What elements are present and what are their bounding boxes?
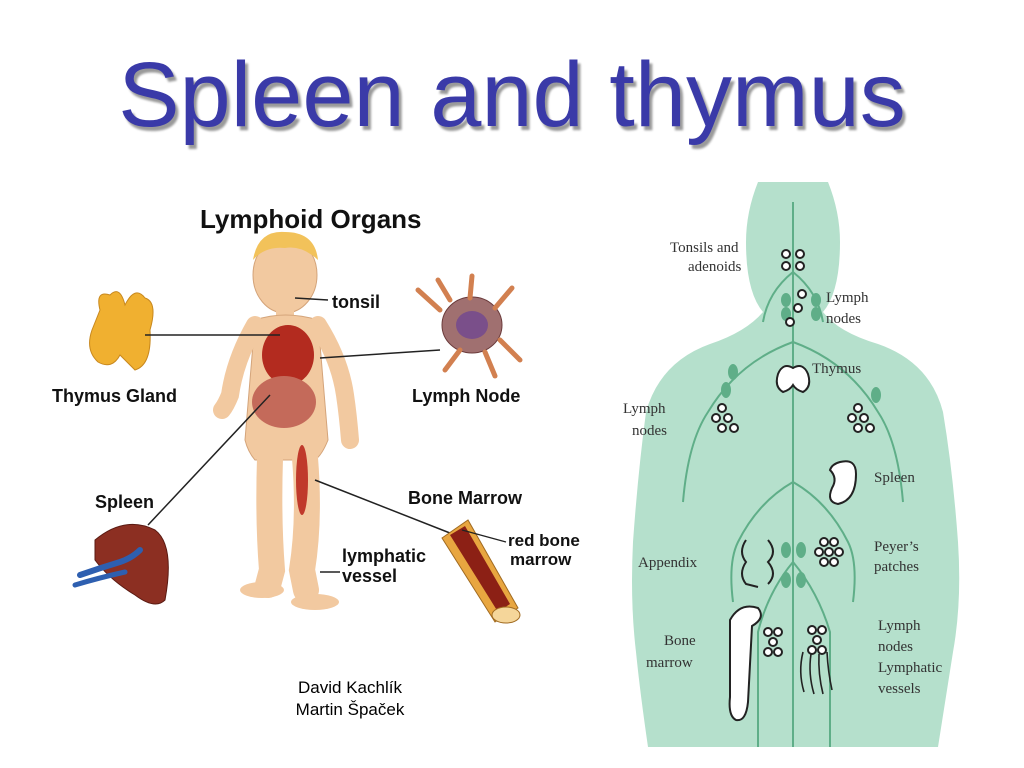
neck-lymph-nodes-label-2: nodes <box>826 311 861 327</box>
spleen-icon <box>828 460 858 506</box>
lymphatic-vessels-icon <box>799 651 833 695</box>
bone-marrow-label-1: Bone <box>664 633 696 649</box>
lymph-node-image <box>415 273 523 379</box>
tonsils-label-2: adenoids <box>688 259 741 275</box>
lymphatic-vessel-label-2: vessel <box>342 566 397 586</box>
lymphatic-system-svg: Tonsils and adenoids Lymph nodes Thymus … <box>623 182 960 747</box>
bone-marrow-label-2: marrow <box>646 655 693 671</box>
author-name: David Kachlík <box>298 678 402 697</box>
appendix-icon <box>741 539 774 588</box>
lower-lymph-nodes-icon <box>763 625 827 657</box>
lower-lymph-label-4: vessels <box>878 681 921 697</box>
peyers-patches-icon <box>814 537 844 567</box>
arm-lymph-nodes-icon <box>711 403 875 433</box>
arm-lymph-nodes-label-2: nodes <box>632 423 667 439</box>
credits: David Kachlík Martin Špaček <box>250 677 450 721</box>
thymus-gland-image <box>89 291 154 371</box>
thymus-icon <box>775 365 811 394</box>
thymus-gland-label: Thymus Gland <box>52 386 177 406</box>
lymphatic-vessel-label-1: lymphatic <box>342 546 426 566</box>
appendix-label: Appendix <box>638 555 698 571</box>
bone-marrow-label: Bone Marrow <box>408 488 523 508</box>
spleen-label: Spleen <box>95 492 154 512</box>
tonsils-label-1: Tonsils and <box>670 240 739 256</box>
spleen-label: Spleen <box>874 470 915 486</box>
lower-lymph-label-1: Lymph <box>878 618 921 634</box>
lymph-node-label: Lymph Node <box>412 386 520 406</box>
body-silhouette <box>632 182 960 747</box>
bone-marrow-image <box>441 519 521 624</box>
lymphoid-organs-svg: Lymphoid Organs Thymus Gland tonsil <box>52 204 580 624</box>
lower-lymph-label-2: nodes <box>878 639 913 655</box>
child-figure <box>213 231 359 610</box>
arm-lymph-nodes-label-1: Lymph <box>623 401 666 417</box>
slide-title: Spleen and thymus <box>118 44 906 146</box>
bone-marrow-icon <box>728 605 762 722</box>
red-bone-marrow-label-1: red bone <box>508 531 580 550</box>
peyers-patches-label-2: patches <box>874 559 919 575</box>
red-bone-marrow-label-2: marrow <box>510 550 572 569</box>
lymphatic-system-diagram: Tonsils and adenoids Lymph nodes Thymus … <box>618 182 966 747</box>
thymus-label: Thymus <box>812 361 861 377</box>
peyers-patches-label-1: Peyer’s <box>874 539 919 555</box>
lymphoid-heading: Lymphoid Organs <box>200 204 422 234</box>
tonsil-label: tonsil <box>332 292 380 312</box>
lower-lymph-label-3: Lymphatic <box>878 660 942 676</box>
tonsils-icon <box>781 249 807 327</box>
spleen-image <box>72 523 169 605</box>
author-name: Martin Špaček <box>295 700 405 719</box>
lymphoid-organs-illustration: Lymphoid Organs Thymus Gland tonsil <box>40 190 600 640</box>
neck-lymph-nodes-label-1: Lymph <box>826 290 869 306</box>
lymphatic-vessels <box>682 202 904 747</box>
